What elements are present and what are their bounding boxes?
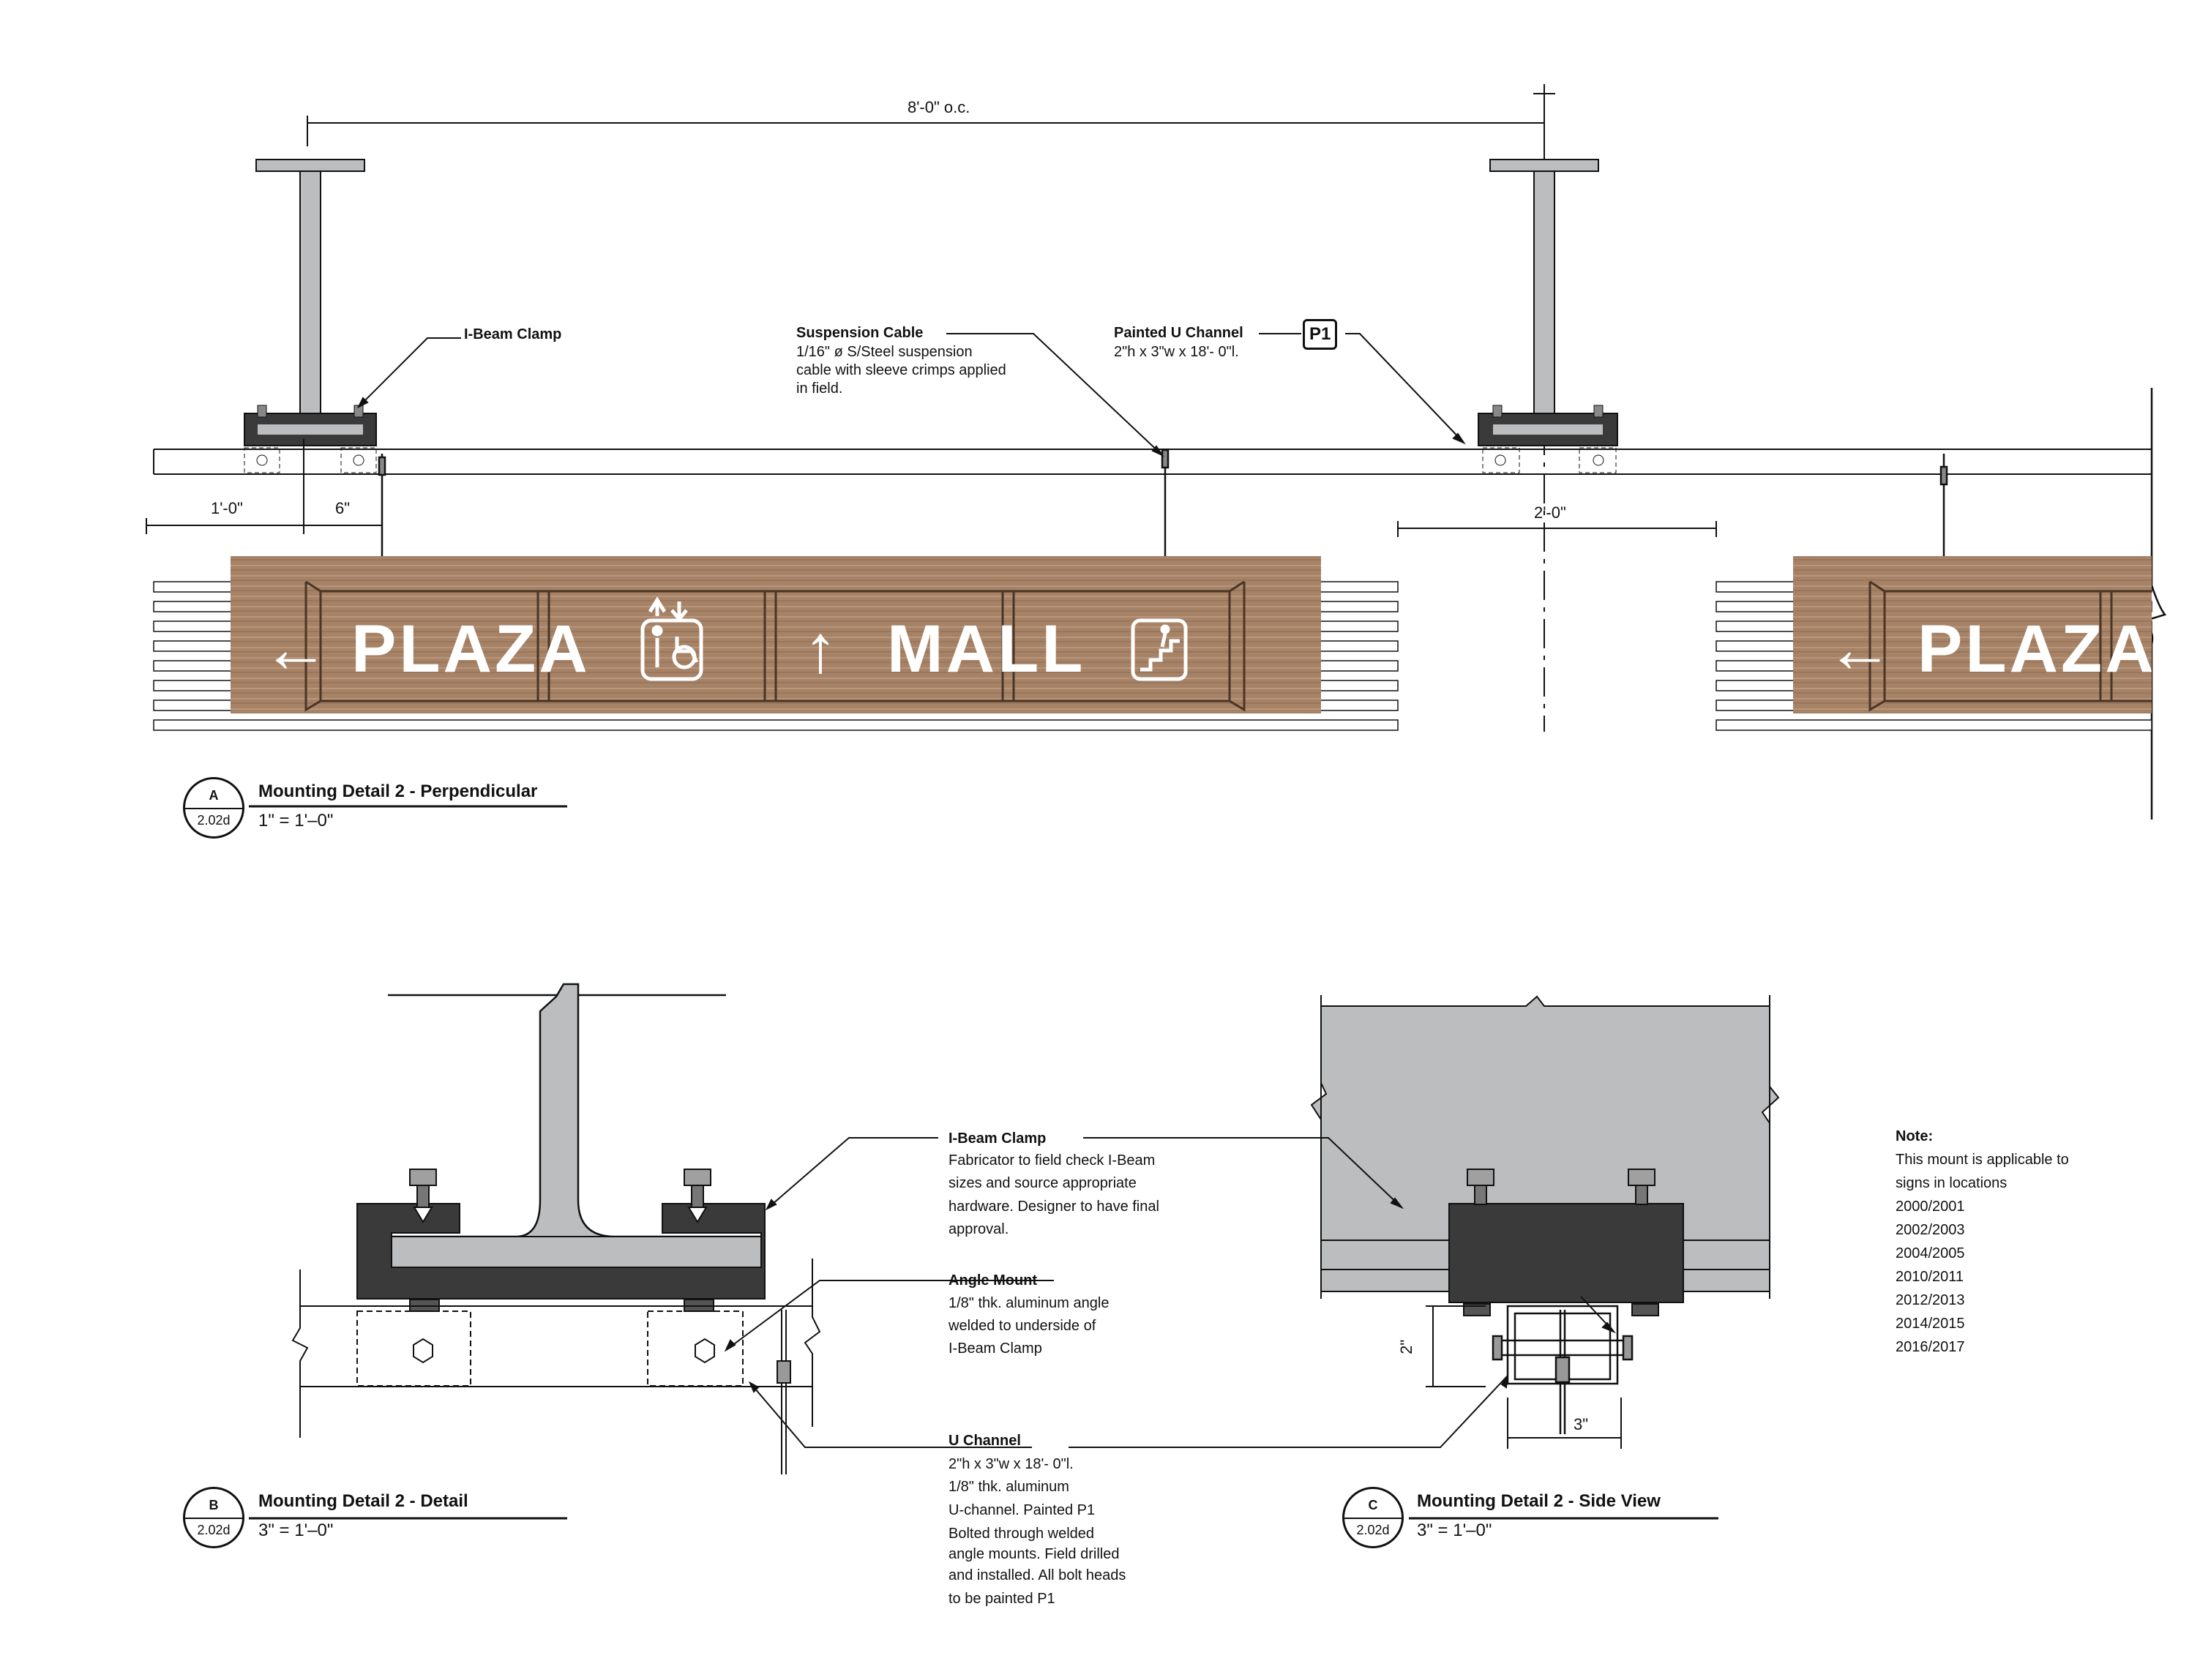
detail-bubble-b: B 2.02d bbox=[183, 1487, 244, 1548]
detail-sheet-c: 2.02d bbox=[1356, 1523, 1390, 1537]
callout-channel-title: U Channel bbox=[949, 1433, 1021, 1449]
ibeam-1 bbox=[255, 159, 365, 433]
detail-scale-c: 3" = 1'–0" bbox=[1417, 1520, 1492, 1540]
dim-height-label-c: 2" bbox=[1397, 1339, 1416, 1354]
dim-gap-label: 2'-0" bbox=[1534, 503, 1566, 522]
bubble-divider bbox=[185, 1518, 242, 1519]
detail-bubble-a: A 2.02d bbox=[183, 777, 244, 839]
note-line-2: signs in locations bbox=[1896, 1175, 2008, 1191]
sign-arrow-up: ↑ bbox=[804, 612, 840, 686]
detail-bubble-c: C 2.02d bbox=[1342, 1487, 1404, 1548]
detail-title-b: Mounting Detail 2 - Detail bbox=[258, 1491, 468, 1511]
detail-title-c: Mounting Detail 2 - Side View bbox=[1417, 1491, 1661, 1511]
callout-angle-line-1: 1/8" thk. aluminum angle bbox=[949, 1295, 1110, 1311]
clamp-a-1 bbox=[244, 405, 377, 473]
callout-channel-line-7: to be painted P1 bbox=[949, 1591, 1055, 1607]
u-channel-c bbox=[1492, 1305, 1634, 1434]
cable-detail-b bbox=[777, 1310, 791, 1474]
callout-channel-line-6: and installed. All bolt heads bbox=[949, 1567, 1126, 1583]
detail-title-a: Mounting Detail 2 - Perpendicular bbox=[258, 781, 538, 801]
callout-clamp-line-1: Fabricator to field check I-Beam bbox=[949, 1152, 1156, 1169]
dim-spacing-label: 8'-0" o.c. bbox=[908, 98, 970, 116]
callout-suspension-cable-line-3: in field. bbox=[796, 380, 843, 397]
paint-tag-p1: P1 bbox=[1303, 319, 1338, 350]
dim-offset-label: 6" bbox=[335, 499, 351, 517]
callout-ibeam-clamp-a: I-Beam Clamp bbox=[464, 326, 562, 342]
callout-clamp-line-3: hardware. Designer to have final bbox=[949, 1199, 1159, 1215]
bubble-divider bbox=[1344, 1518, 1402, 1519]
note-line-7: 2012/2013 bbox=[1896, 1292, 1965, 1308]
sign-arrow-left: ← bbox=[262, 612, 332, 686]
callout-channel-line-3: U-channel. Painted P1 bbox=[949, 1502, 1096, 1518]
note-line-6: 2010/2011 bbox=[1896, 1269, 1964, 1285]
detail-scale-b: 3" = 1'–0" bbox=[258, 1520, 334, 1540]
leader-lines-c bbox=[1069, 1137, 1616, 1448]
detail-letter-a: A bbox=[209, 788, 219, 803]
stairs-icon bbox=[1131, 618, 1188, 681]
callout-angle-title: Angle Mount bbox=[949, 1272, 1038, 1289]
u-channel-b bbox=[291, 1259, 821, 1438]
note-line-3: 2000/2001 bbox=[1896, 1199, 1965, 1215]
detail-sheet-a: 2.02d bbox=[197, 813, 231, 828]
clamp-a-2 bbox=[1478, 405, 1618, 473]
sign-arrow-repeat: ← bbox=[1826, 612, 1896, 686]
detail-letter-c: C bbox=[1368, 1498, 1378, 1512]
dim-spacing-line bbox=[307, 116, 1545, 146]
u-channel-rail bbox=[153, 449, 2152, 475]
callout-suspension-cable-line-1: 1/16" ø S/Steel suspension bbox=[796, 344, 973, 360]
sign-panel-repeat bbox=[1793, 556, 2152, 713]
callout-angle-line-3: I-Beam Clamp bbox=[949, 1340, 1042, 1357]
detail-letter-b: B bbox=[209, 1498, 219, 1512]
sign-text-mall: MALL bbox=[887, 612, 1086, 686]
sign-text-plaza: PLAZA bbox=[351, 612, 591, 686]
detail-scale-a: 1" = 1'–0" bbox=[258, 811, 334, 830]
note-line-5: 2004/2005 bbox=[1896, 1245, 1965, 1261]
sign-repeat-clip: ← PLAZA bbox=[1793, 556, 2152, 713]
callout-clamp-line-4: approval. bbox=[949, 1221, 1009, 1237]
dims-c bbox=[1426, 1305, 1622, 1449]
note-line-4: 2002/2003 bbox=[1896, 1222, 1965, 1238]
bubble-divider bbox=[185, 808, 242, 809]
callout-u-channel-line: 2"h x 3"w x 18'- 0"l. bbox=[1114, 344, 1239, 360]
break-line-right bbox=[2138, 388, 2167, 820]
callout-channel-line-1: 2"h x 3"w x 18'- 0"l. bbox=[949, 1456, 1074, 1472]
callout-clamp-line-2: sizes and source appropriate bbox=[949, 1175, 1137, 1191]
callout-suspension-cable-title: Suspension Cable bbox=[796, 325, 924, 341]
elevator-accessible-icon bbox=[640, 596, 703, 681]
dim-width-label-c: 3" bbox=[1574, 1415, 1589, 1433]
sign-panel-main bbox=[231, 556, 1321, 713]
leader-lines-a bbox=[356, 333, 1466, 457]
dim-edge-lines bbox=[146, 439, 1717, 537]
callout-channel-line-4: Bolted through welded bbox=[949, 1526, 1095, 1542]
note-line-1: This mount is applicable to bbox=[1896, 1152, 2069, 1168]
callout-clamp-title-b: I-Beam Clamp bbox=[949, 1130, 1047, 1147]
note-line-9: 2016/2017 bbox=[1896, 1339, 1965, 1355]
dim-edge-label: 1'-0" bbox=[211, 499, 243, 517]
callout-angle-line-2: welded to underside of bbox=[949, 1318, 1096, 1334]
callout-channel-line-2: 1/8" thk. aluminum bbox=[949, 1479, 1069, 1495]
callout-suspension-cable-line-2: cable with sleeve crimps applied bbox=[796, 362, 1006, 378]
detail-sheet-b: 2.02d bbox=[197, 1523, 231, 1537]
sign-text-plaza-repeat: PLAZA bbox=[1917, 612, 2152, 686]
note-line-8: 2014/2015 bbox=[1896, 1316, 1965, 1332]
title-underlines bbox=[249, 805, 1718, 1520]
leader-lines-b bbox=[724, 1137, 1054, 1448]
note-title: Note: bbox=[1896, 1128, 1934, 1144]
ibeam-2 bbox=[1489, 159, 1599, 433]
callout-channel-line-5: angle mounts. Field drilled bbox=[949, 1546, 1120, 1562]
callout-u-channel-title: Painted U Channel bbox=[1114, 325, 1243, 341]
